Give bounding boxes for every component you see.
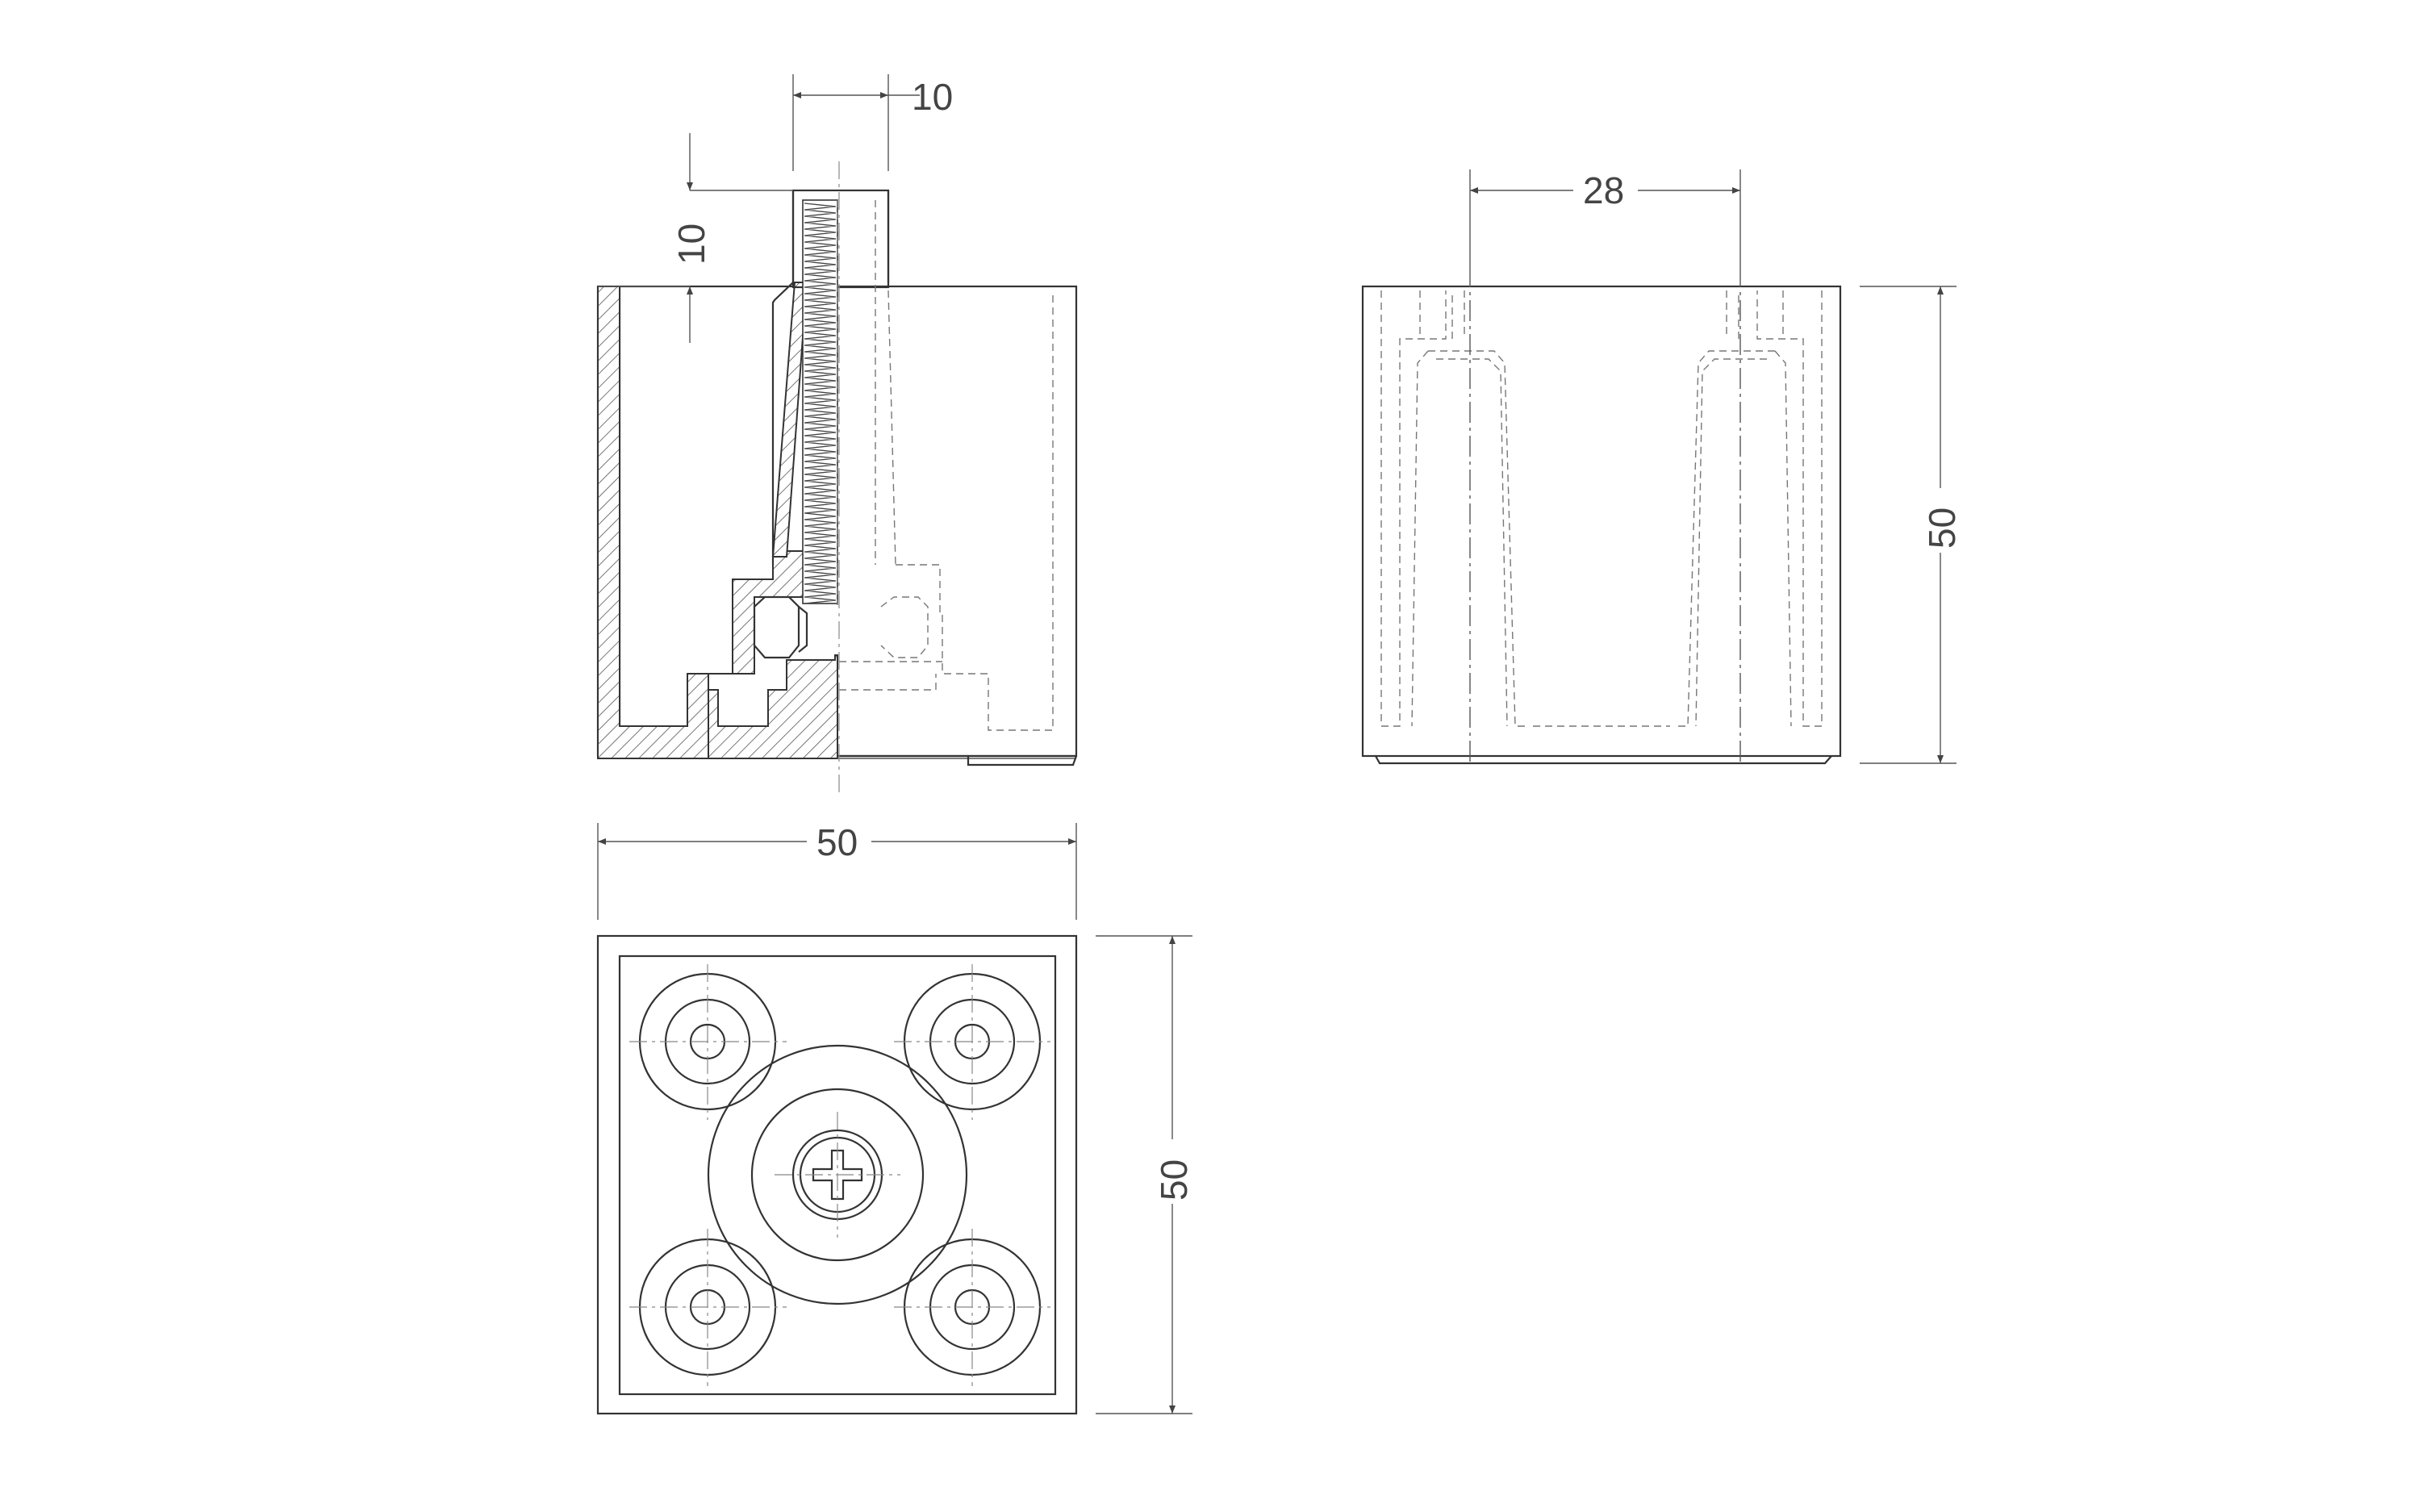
dim-thread-width-label: 10 (912, 76, 953, 118)
side-body-outline (1361, 285, 1842, 758)
dim-bottom-height: 50 (1096, 935, 1196, 1414)
base-section (708, 654, 838, 759)
side-view (1361, 266, 1842, 765)
side-hidden-hole-right (1756, 290, 1823, 727)
bolt-thread (802, 199, 838, 604)
dim-side-height: 50 (1860, 286, 1965, 764)
dim-thread-height: 10 (598, 133, 793, 343)
bottom-centerlines (629, 964, 1050, 1386)
dim-hole-spacing-label: 28 (1583, 169, 1624, 211)
dim-thread-width: 10 (792, 74, 953, 171)
dim-thread-height-label: 10 (670, 223, 712, 265)
dim-side-height-label: 50 (1921, 507, 1963, 549)
dim-hole-spacing: 28 (1469, 166, 1741, 266)
dim-bottom-height-label: 50 (1153, 1159, 1195, 1201)
hex-nut (753, 595, 800, 659)
front-section-view (596, 161, 1078, 795)
bottom-inner-square (618, 954, 1057, 1396)
dim-front-width: 50 (597, 817, 1077, 920)
bolt-housing-section (771, 282, 808, 558)
side-hidden-hole-left (1380, 290, 1447, 727)
bottom-view (596, 934, 1078, 1415)
dim-front-width-label: 50 (816, 821, 858, 863)
phillips-screw-icon (812, 1149, 863, 1201)
central-boss (707, 1044, 968, 1305)
bottom-outer-square (596, 934, 1078, 1415)
